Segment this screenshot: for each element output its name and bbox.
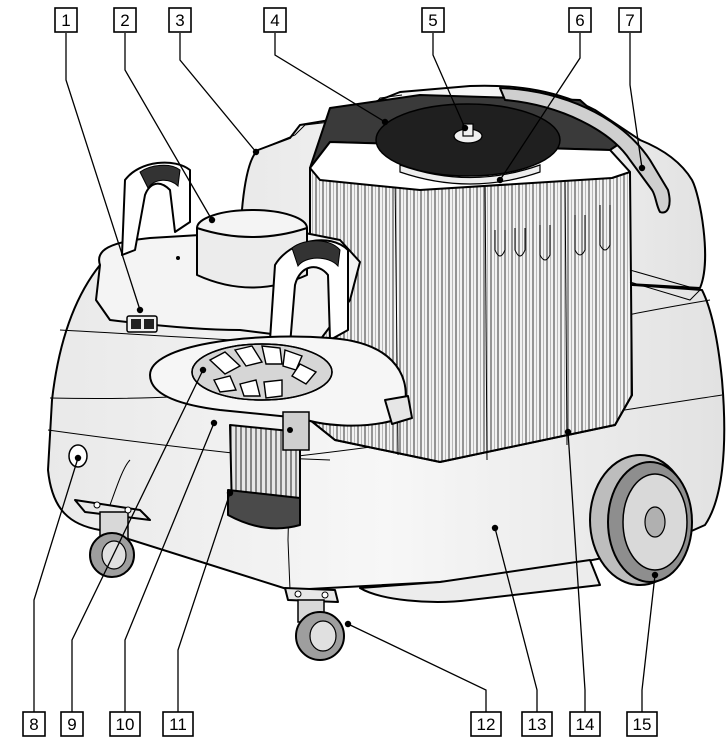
svg-text:12: 12	[477, 715, 496, 734]
callout-3: 3	[168, 7, 192, 33]
callout-7: 7	[618, 7, 642, 33]
callout-6: 6	[568, 7, 592, 33]
svg-text:13: 13	[528, 715, 547, 734]
machine-illustration	[47, 84, 726, 661]
callout-10: 10	[109, 711, 141, 737]
callout-14: 14	[569, 711, 601, 737]
callout-15: 15	[626, 711, 658, 737]
callout-9: 9	[60, 711, 84, 737]
callout-1: 1	[54, 7, 78, 33]
callout-5: 5	[421, 7, 445, 33]
svg-text:11: 11	[169, 715, 187, 734]
left-handle	[121, 161, 191, 256]
callout-12: 12	[470, 711, 502, 737]
leader-lines	[33, 33, 656, 713]
filter-cleaning-lever	[499, 87, 671, 214]
svg-text:14: 14	[576, 715, 595, 734]
svg-text:6: 6	[575, 11, 584, 30]
callout-4: 4	[263, 7, 287, 33]
filter-top-cover	[309, 94, 631, 191]
callout-11: 11	[162, 711, 194, 737]
front-center-caster	[284, 587, 345, 661]
svg-text:1: 1	[61, 11, 70, 30]
svg-text:7: 7	[625, 11, 634, 30]
svg-text:8: 8	[29, 715, 38, 734]
leader-dots	[74, 118, 659, 628]
callout-8: 8	[22, 711, 46, 737]
impeller-fan	[208, 345, 318, 399]
svg-text:10: 10	[116, 715, 135, 734]
callout-13: 13	[521, 711, 553, 737]
svg-text:4: 4	[270, 11, 279, 30]
callout-2: 2	[113, 7, 137, 33]
svg-text:3: 3	[175, 11, 184, 30]
svg-text:9: 9	[67, 715, 76, 734]
svg-text:15: 15	[633, 715, 652, 734]
rear-wheel	[589, 454, 693, 586]
svg-text:5: 5	[428, 11, 437, 30]
front-left-caster	[74, 499, 151, 578]
svg-text:2: 2	[120, 11, 129, 30]
motor	[227, 411, 310, 530]
impeller-basin	[149, 335, 413, 427]
